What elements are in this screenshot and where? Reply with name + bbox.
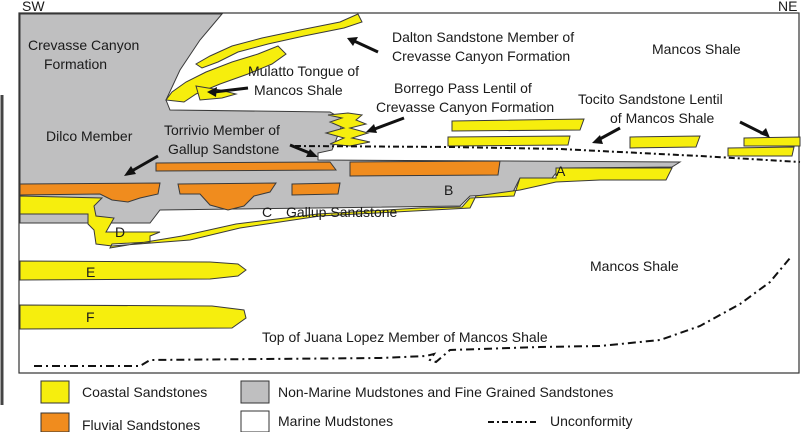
label-torrivio-2: Gallup Sandstone <box>168 141 280 157</box>
torrivio-fluvial-strip <box>156 162 336 171</box>
legend-label-coastal: Coastal Sandstones <box>82 384 207 400</box>
unit-c: C <box>262 204 272 220</box>
tocito-lentil-5 <box>728 147 794 156</box>
orientation-right: NE <box>778 0 797 14</box>
label-borrego-2: Crevasse Canyon Formation <box>376 99 554 115</box>
sandstone-tongue-e <box>20 261 246 280</box>
sandstone-tongue-f <box>20 305 246 329</box>
fluvial-channel-small <box>292 183 340 195</box>
legend-swatch-marine <box>241 411 269 432</box>
legend-label-marine: Marine Mudstones <box>278 413 393 429</box>
legend-swatch-fluvial <box>41 413 69 432</box>
label-mulatto-1: Mulatto Tongue of <box>248 63 359 79</box>
legend-label-fluvial: Fluvial Sandstones <box>82 417 200 432</box>
unit-f: F <box>86 309 95 325</box>
label-tocito-2: of Mancos Shale <box>610 110 714 126</box>
label-juana-lopez: Top of Juana Lopez Member of Mancos Shal… <box>262 329 548 345</box>
label-mancos-shale-top: Mancos Shale <box>652 41 741 57</box>
label-mancos-shale-mid: Mancos Shale <box>590 258 679 274</box>
unit-b: B <box>444 182 453 198</box>
tocito-lentil-2 <box>448 136 570 146</box>
legend: Coastal Sandstones Non-Marine Mudstones … <box>41 381 632 432</box>
unit-d: D <box>115 224 125 240</box>
tocito-lentil-1 <box>452 119 584 131</box>
unit-a: A <box>556 163 566 179</box>
legend-swatch-nonmarine <box>241 381 269 403</box>
tocito-lentil-3 <box>630 136 700 148</box>
label-tocito-1: Tocito Sandstone Lentil <box>578 91 723 107</box>
label-crevasse-canyon-2: Formation <box>44 56 107 72</box>
legend-swatch-coastal <box>41 381 69 403</box>
unit-e: E <box>86 264 95 280</box>
label-dilco: Dilco Member <box>46 128 133 144</box>
orientation-left: SW <box>22 0 45 14</box>
label-gallup: Gallup Sandstone <box>286 204 398 220</box>
legend-label-unconformity: Unconformity <box>550 413 632 429</box>
label-borrego-1: Borrego Pass Lentil of <box>394 80 532 96</box>
label-crevasse-canyon-1: Crevasse Canyon <box>28 37 139 53</box>
label-mulatto-2: Mancos Shale <box>254 82 343 98</box>
label-dalton-2: Crevasse Canyon Formation <box>392 48 570 64</box>
legend-label-nonmarine: Non-Marine Mudstones and Fine Grained Sa… <box>278 384 613 400</box>
fluvial-strip-right <box>350 161 500 176</box>
tocito-lentil-4 <box>744 137 800 146</box>
label-dalton-1: Dalton Sandstone Member of <box>392 29 574 45</box>
label-torrivio-1: Torrivio Member of <box>164 122 280 138</box>
